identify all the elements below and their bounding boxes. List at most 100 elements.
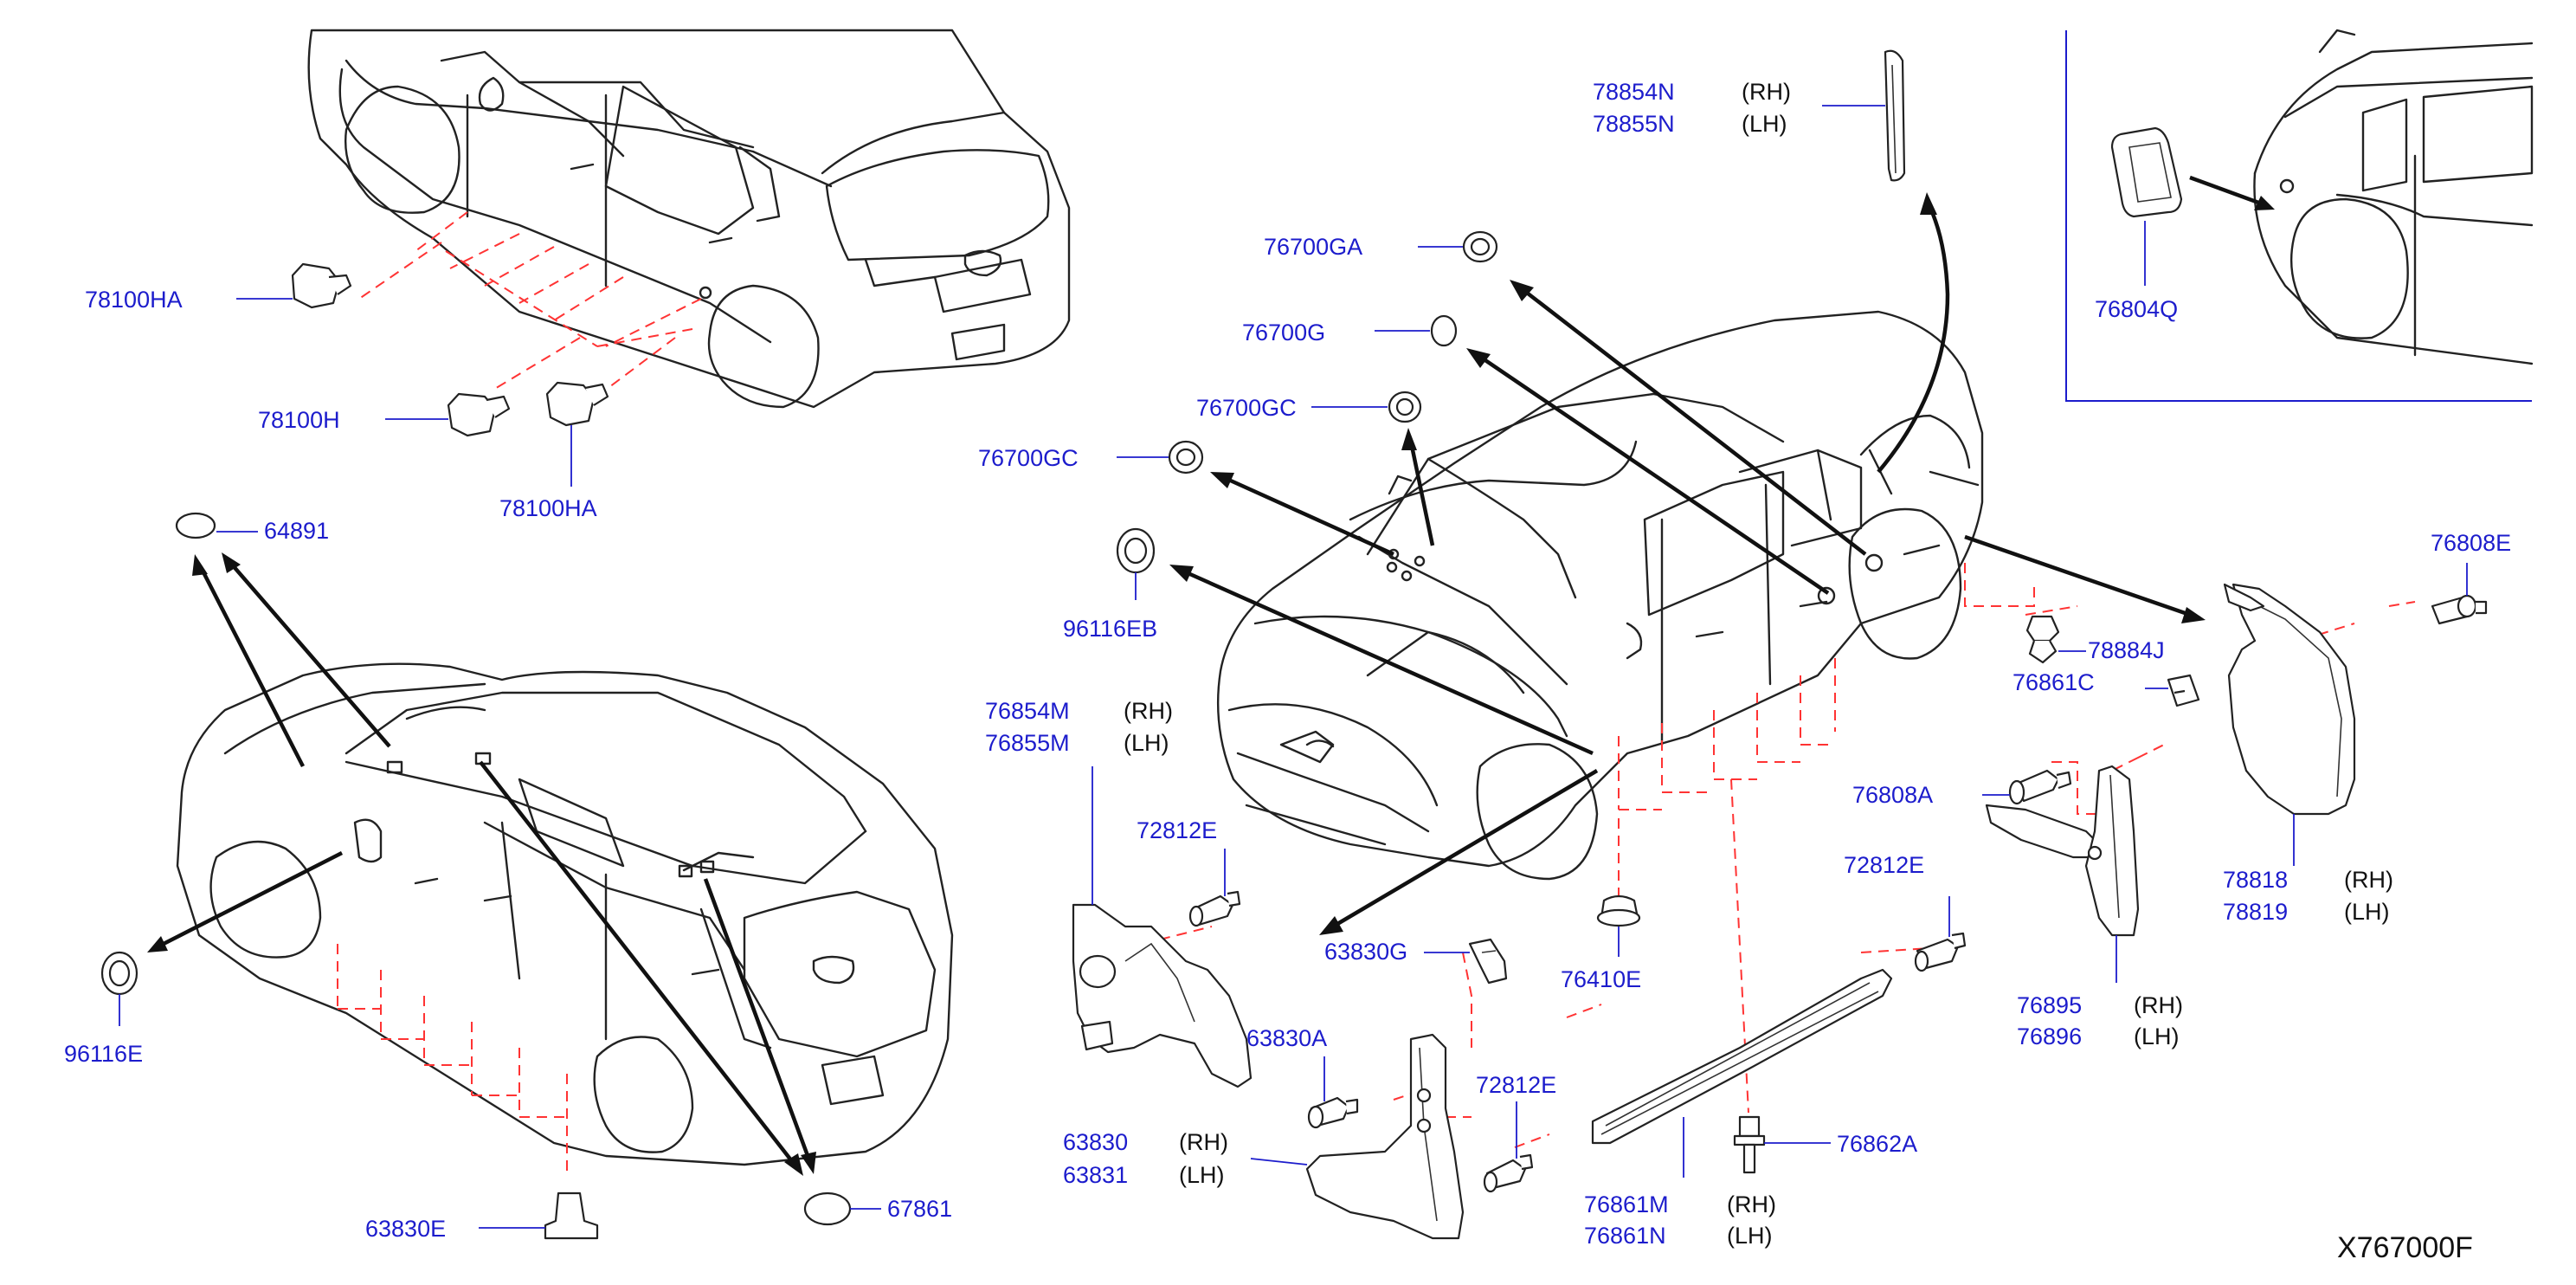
plug-67861 [803,1191,852,1226]
part-number-63831[interactable]: 63831 [1063,1162,1128,1188]
part-number-96116E[interactable]: 96116E [64,1041,143,1067]
side-rh-78854N: (RH) [1742,79,1791,105]
part-number-76861C[interactable]: 76861C [2012,669,2095,695]
arrow-fuel-lid [2189,175,2262,206]
side-lh-76861N: (LH) [1727,1223,1773,1249]
grommet-96116EB [1116,527,1156,574]
arrow-head [1510,280,1534,301]
inset-car-illustration [2253,29,2534,365]
side-rh-78818: (RH) [2344,867,2393,893]
side-lh-63831: (LH) [1179,1162,1225,1188]
clip-78884J [2025,615,2060,664]
clip-63830G [1468,938,1508,985]
part-number-76700GC-b[interactable]: 76700GC [978,445,1079,471]
part-number-76804Q[interactable]: 76804Q [2095,296,2178,322]
dash-guides-bottom-left [337,944,568,1173]
part-number-64891[interactable]: 64891 [264,518,329,544]
garnish-78854N [1884,49,1906,182]
rear-fender-protector-78818 [2223,583,2356,816]
grommet-96116E [100,951,138,996]
clip-76808E [2431,594,2488,625]
arrow-head [192,554,208,576]
side-rh-76854M: (RH) [1124,698,1173,724]
part-number-76855M[interactable]: 76855M [985,730,1070,756]
arrow-to-rear-splash [1964,534,2191,617]
part-number-76895[interactable]: 76895 [2017,992,2082,1018]
part-number-96116EB[interactable]: 96116EB [1063,616,1157,642]
arrow-head [222,552,241,573]
arrow-head [801,1152,816,1174]
plug-64891 [175,512,216,539]
clip-76410E [1596,894,1641,927]
arrow-64891-b [230,563,391,748]
part-number-63830A[interactable]: 63830A [1246,1025,1327,1051]
part-number-72812E-b[interactable]: 72812E [1476,1072,1556,1098]
part-number-76862A[interactable]: 76862A [1837,1131,1917,1157]
bolt-76862A [1733,1115,1766,1174]
part-number-63830E[interactable]: 63830E [365,1216,446,1242]
arrow-67861-a [479,760,796,1166]
part-number-78100HA-bottom[interactable]: 78100HA [499,495,597,521]
arrow-76700GC-b [1224,475,1394,557]
dash-guides-top-left [358,211,702,391]
clip-78100H [447,392,511,437]
arrow-96116EB [1183,569,1594,756]
car-top-left-illustration [307,29,1071,409]
part-number-76700GC-a[interactable]: 76700GC [1196,395,1297,421]
grommet-76700GA [1462,230,1498,263]
side-rh-76861M: (RH) [1727,1191,1776,1217]
clip-78100HA-top [291,262,352,309]
side-lh-78855N: (LH) [1742,111,1787,137]
arrow-76700G [1478,355,1830,595]
fuel-filler-lid-part [2110,126,2183,218]
clip-63830A [1307,1096,1359,1129]
part-number-72812E-a[interactable]: 72812E [1137,817,1217,843]
part-number-78819[interactable]: 78819 [2223,899,2288,925]
part-number-76861M[interactable]: 76861M [1584,1191,1669,1217]
part-number-78884J[interactable]: 78884J [2088,637,2165,663]
grommet-76700GC-a [1388,391,1422,423]
leader-63830 [1250,1158,1308,1166]
part-number-78854N[interactable]: 78854N [1593,79,1675,105]
side-rh-63830: (RH) [1179,1129,1228,1155]
part-number-76700G[interactable]: 76700G [1242,320,1325,345]
part-number-63830G[interactable]: 63830G [1324,939,1407,965]
part-number-63830[interactable]: 63830 [1063,1129,1128,1155]
part-number-78818[interactable]: 78818 [2223,867,2288,893]
screw-76808A [2008,769,2072,805]
clip-76861C [2167,674,2200,707]
car-bottom-left-illustration [176,662,954,1166]
part-number-76896[interactable]: 76896 [2017,1023,2082,1049]
arrow-96116E [158,850,344,948]
arrow-head [2181,607,2206,623]
arrow-to-front-splash [1331,769,1599,928]
arrow-head [1169,565,1194,582]
part-number-76410E[interactable]: 76410E [1561,966,1641,992]
arrow-head [1466,348,1491,368]
part-number-76808E[interactable]: 76808E [2431,530,2511,556]
rear-mud-guard-76895 [1985,765,2140,937]
part-number-78100HA-top[interactable]: 78100HA [85,287,183,313]
part-number-78855N[interactable]: 78855N [1593,111,1675,137]
arrow-76700GA [1522,288,1867,556]
arrow-head [784,1153,803,1176]
arrow-64891-a [198,565,306,768]
side-rh-76895: (RH) [2134,992,2183,1018]
arrow-head [1210,472,1234,488]
arrow-67861-b [703,878,812,1161]
part-number-76808A[interactable]: 76808A [1852,782,1933,808]
part-number-76854M[interactable]: 76854M [985,698,1070,724]
clip-78100HA-bottom [545,381,609,427]
side-lh-78819: (LH) [2344,899,2390,925]
arrow-head [2254,196,2275,210]
front-mud-guard-63830 [1305,1033,1465,1240]
part-number-67861[interactable]: 67861 [887,1196,952,1222]
inset-frame: 76804Q [2065,29,2534,402]
side-lh-76896: (LH) [2134,1023,2180,1049]
part-number-76700GA[interactable]: 76700GA [1264,234,1362,260]
diagram-code: X767000F [2337,1231,2473,1264]
part-number-76861N[interactable]: 76861N [1584,1223,1666,1249]
part-number-78100H[interactable]: 78100H [258,407,340,433]
part-number-72812E-c[interactable]: 72812E [1844,852,1924,878]
